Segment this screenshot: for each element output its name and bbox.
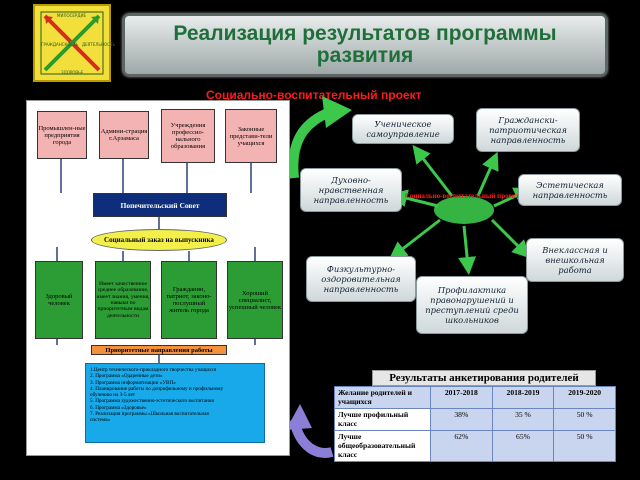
logo-text-left: ГРАЖДАНСКОСТЬ bbox=[41, 42, 79, 47]
table-header-row: Желание родителей и учащихся 2017-2018 2… bbox=[334, 386, 616, 409]
column-header: 2019-2020 bbox=[553, 386, 616, 409]
column-header: Желание родителей и учащихся bbox=[334, 386, 431, 409]
partner-box-industry: Промышлен-ные предприятия города bbox=[37, 111, 87, 159]
quality-box-specialist: Хороший специалист, успешный человек bbox=[227, 261, 283, 339]
table-cell: 62% bbox=[430, 429, 493, 463]
table-row: Лучше общеобразовательный класс 62% 65% … bbox=[334, 429, 616, 463]
table-cell: 50 % bbox=[553, 429, 616, 463]
direction-spiritual: Духовно-нравственная направленность bbox=[300, 168, 402, 212]
center-label: Социально-воспитательный проект bbox=[404, 192, 520, 200]
partner-box-parents: Законные представи-тели учащихся bbox=[225, 109, 277, 163]
survey-table: Желание родителей и учащихся 2017-2018 2… bbox=[334, 386, 616, 463]
table-cell: 38% bbox=[430, 407, 493, 431]
direction-self-government: Ученическое самоуправление bbox=[352, 114, 454, 144]
column-header: 2017-2018 bbox=[430, 386, 493, 409]
row-label: Лучше общеобразовательный класс bbox=[334, 429, 431, 463]
project-title: Социально-воспитательный проект bbox=[206, 88, 422, 102]
quality-box-healthy: Здоровый человек bbox=[35, 261, 83, 339]
logo-text-top: МИЛОСЕРДИЕ bbox=[57, 13, 86, 18]
program-item: 2. Программа «Одаренные дети» bbox=[90, 373, 163, 380]
program-item: 1.Центр технического-прикладного творчес… bbox=[90, 367, 217, 373]
direction-aesthetic: Эстетическая направленность bbox=[518, 174, 622, 206]
program-item: 3. Программа информатизации «УВП» bbox=[90, 379, 176, 386]
direction-prevention: Профилактика правонарушений и преступлен… bbox=[416, 276, 528, 334]
org-chart-panel: Промышлен-ные предприятия города Админи-… bbox=[26, 100, 290, 456]
program-item: 4. Планирование работы по допрофильному … bbox=[90, 385, 224, 392]
table-cell: 50 % bbox=[553, 407, 616, 431]
column-header: 2018-2019 bbox=[491, 386, 555, 409]
title-banner: Реализация результатов программы развити… bbox=[123, 14, 607, 76]
center-node bbox=[434, 196, 494, 224]
logo-emblem-icon bbox=[40, 11, 104, 75]
partner-box-administration: Админи-страция г.Арзамаса bbox=[99, 111, 149, 159]
program-item: 6. Программа «Здоровье» bbox=[90, 404, 147, 411]
program-item: 7. Реализация программы «Школьная воспит… bbox=[90, 411, 209, 418]
direction-extracurricular: Внеклассная и внешкольная работа bbox=[526, 238, 624, 282]
purple-arrow-head-icon bbox=[286, 404, 312, 430]
quality-box-educated: Имеет качественное среднее образование, … bbox=[95, 261, 151, 339]
program-item: система» bbox=[90, 417, 111, 424]
table-cell: 35 % bbox=[491, 407, 555, 431]
page-title: Реализация результатов программы развити… bbox=[173, 22, 557, 67]
logo: МИЛОСЕРДИЕ ГРАЖДАНСКОСТЬ ДЕЯТЕЛЬНОСТЬ ЗД… bbox=[33, 4, 115, 82]
row-label: Лучше профильный класс bbox=[334, 407, 431, 431]
council-box: Попечительский Совет bbox=[93, 193, 227, 217]
green-arrow-head-icon bbox=[322, 96, 352, 128]
direction-sport: Физкультурно-оздоровительная направленно… bbox=[306, 256, 416, 302]
green-curved-arrow bbox=[288, 107, 332, 179]
quality-box-citizen: Гражданин, патриот, законо-послушный жит… bbox=[161, 261, 217, 339]
survey-title: Результаты анкетирования родителей bbox=[372, 370, 596, 386]
program-item: обучению на 3-5 лет bbox=[90, 392, 136, 399]
table-row: Лучше профильный класс 38% 35 % 50 % bbox=[334, 407, 616, 431]
logo-text-bottom: ЗДОРОВЬЕ bbox=[61, 70, 84, 75]
logo-text-right: ДЕЯТЕЛЬНОСТЬ bbox=[82, 42, 116, 47]
direction-patriotic: Граждански-патриотическая направленность bbox=[476, 108, 580, 152]
program-item: 5. Программа художественно-эстетического… bbox=[90, 398, 214, 405]
partner-box-education: Учреждения профессио-нального образовани… bbox=[161, 109, 215, 163]
table-cell: 65% bbox=[491, 429, 555, 463]
social-order-ellipse: Социальный заказ на выпускника bbox=[91, 229, 227, 251]
programs-list: 1.Центр технического-прикладного творчес… bbox=[85, 363, 265, 443]
priority-box: Приоритетные направления работы bbox=[91, 345, 227, 355]
